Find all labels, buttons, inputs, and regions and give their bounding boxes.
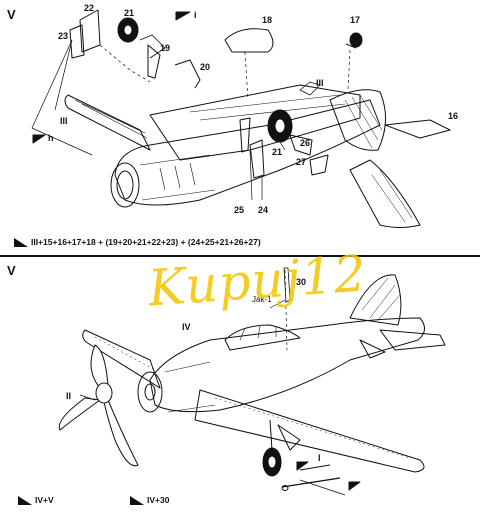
label-19: 19	[160, 43, 171, 53]
step-b-triangle-icon	[130, 495, 144, 505]
propeller-blade-3	[58, 397, 101, 431]
label-I: I	[318, 453, 321, 463]
bottom-stab-left	[359, 339, 386, 359]
bottom-step-a: IV+V	[18, 495, 54, 505]
label-27: 27	[296, 157, 307, 167]
sequence-triangle-icon	[14, 237, 28, 247]
stabilizer-part-16	[384, 119, 451, 139]
section-bottom-V: V	[7, 263, 16, 278]
section-divider	[0, 255, 480, 257]
antenna-30	[283, 267, 291, 303]
propeller-blade-1	[90, 344, 109, 389]
sequence-text: III+15+16+17+18 + (19+20+21+22+23) + (24…	[31, 237, 261, 247]
label-step-i: i	[194, 10, 197, 20]
section-top-V: V	[7, 7, 16, 22]
bottom-stabilizer	[379, 329, 446, 351]
part-I-rod	[281, 477, 341, 488]
label-22: 22	[84, 3, 95, 13]
label-16: 16	[448, 111, 459, 121]
step-i-icon	[175, 11, 191, 21]
tailplane	[329, 89, 386, 151]
label-21-lower: 21	[272, 147, 283, 157]
label-30: 30	[296, 277, 307, 287]
gear-leg-25	[239, 117, 251, 153]
fuselage-top	[114, 99, 381, 206]
gear-door-26	[289, 134, 313, 156]
label-23: 23	[58, 31, 69, 41]
bottom-tail-fin	[349, 274, 402, 326]
tail-fin	[349, 159, 421, 228]
gear-leg-24	[249, 139, 265, 179]
label-II: II	[66, 391, 72, 401]
gear-door-27	[309, 154, 329, 176]
engine-cowling	[110, 162, 140, 208]
canopy-18	[224, 28, 274, 53]
label-17: 17	[350, 15, 361, 25]
step-h-icon	[32, 134, 46, 144]
bottom-cowling	[137, 371, 163, 413]
label-25: 25	[234, 205, 245, 215]
label-21-top: 21	[124, 8, 135, 18]
step-a-text: IV+V	[35, 495, 54, 505]
bottom-left-wing	[82, 329, 161, 389]
bottom-canopy	[224, 324, 301, 351]
left-wing	[64, 94, 151, 151]
bottom-step-b: IV+30	[130, 495, 169, 505]
step-a-triangle-icon	[18, 495, 32, 505]
label-20: 20	[200, 62, 211, 72]
label-III-left: III	[60, 116, 68, 126]
assembly-sequence: III+15+16+17+18 + (19+20+21+22+23) + (24…	[14, 237, 261, 247]
part-20	[174, 59, 201, 89]
strut-19	[147, 44, 161, 79]
bottom-right-wing	[194, 389, 425, 473]
label-24: 24	[258, 205, 269, 215]
propeller-blade-2	[103, 399, 139, 467]
spinner	[95, 382, 113, 404]
step-b-text: IV+30	[147, 495, 170, 505]
tail-wheel-17	[349, 32, 363, 48]
label-IV: IV	[182, 322, 191, 332]
label-jak-1: Jak-1	[252, 295, 272, 304]
label-step-h: h	[48, 133, 54, 143]
label-26: 26	[300, 138, 311, 148]
label-18: 18	[262, 15, 273, 25]
right-wing	[149, 84, 361, 161]
label-III-right: III	[316, 78, 324, 88]
bottom-fuselage	[149, 317, 425, 413]
